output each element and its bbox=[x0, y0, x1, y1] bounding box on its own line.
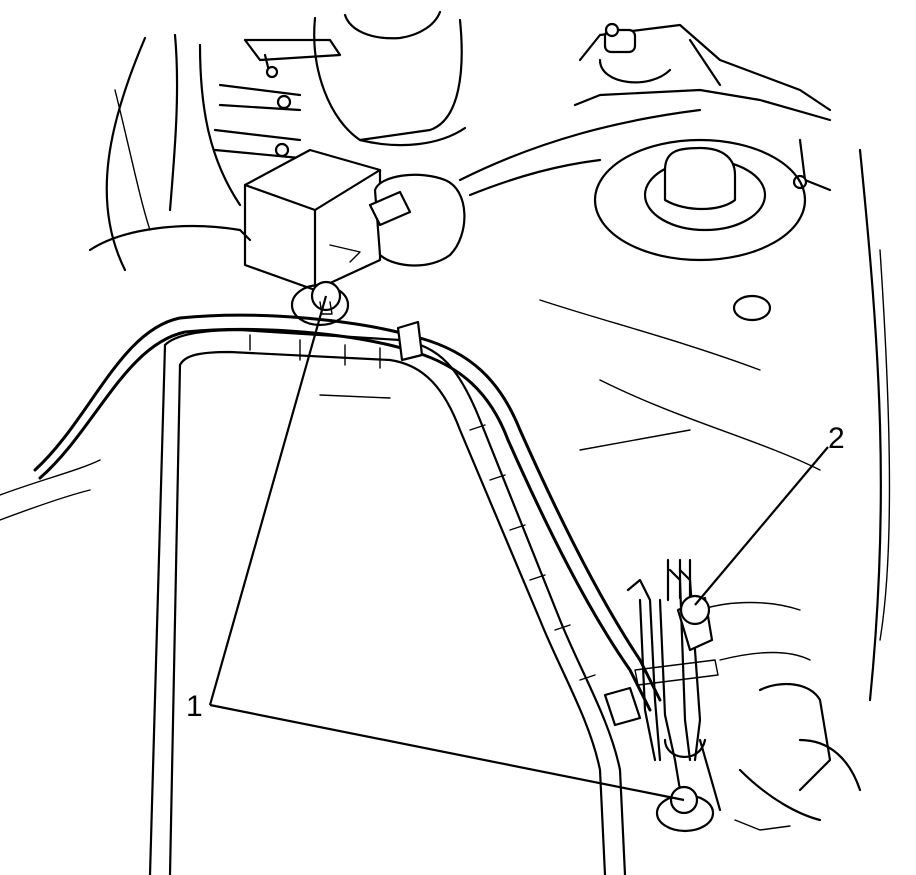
leader-1-bottom bbox=[209, 703, 685, 802]
wiring-harness bbox=[33, 313, 719, 792]
leader-lines bbox=[208, 295, 829, 802]
leader-2 bbox=[694, 446, 829, 606]
relay-module bbox=[238, 148, 466, 292]
callout-1-label: 1 bbox=[186, 690, 203, 723]
sensor-component bbox=[679, 594, 711, 626]
air-cleaner-housing bbox=[148, 283, 642, 875]
fastener-bottom bbox=[655, 785, 715, 833]
callout-2-label: 2 bbox=[828, 422, 845, 455]
leader-1-top bbox=[208, 295, 328, 706]
body-structure bbox=[0, 10, 891, 831]
